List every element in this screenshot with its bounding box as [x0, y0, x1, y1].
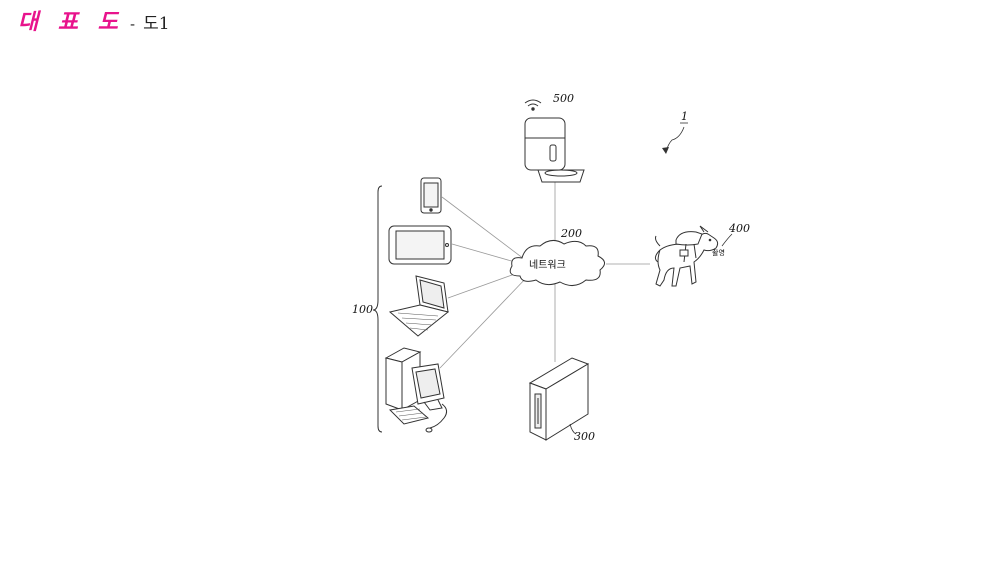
feeder-ref: 500 [553, 92, 574, 105]
system-ref: 1 [681, 110, 688, 123]
arrow-head-icon [662, 147, 669, 154]
laptop-icon [390, 276, 448, 336]
network-label: 네트워크 [529, 258, 566, 271]
cloud-icon: 네트워크 [510, 240, 604, 285]
server-ref: 300 [574, 430, 595, 443]
wifi-icon [525, 100, 541, 110]
network-ref: 200 [560, 227, 582, 240]
camera-label: 촬영 [712, 248, 725, 257]
user-terminals-ref: 100 [352, 303, 373, 316]
smartphone-icon [421, 178, 441, 213]
camera-ref: 400 [728, 222, 750, 235]
tablet-icon [389, 226, 451, 264]
server-tower-icon [530, 358, 588, 440]
desktop-computer-icon [386, 348, 447, 432]
pet-feeder-icon [525, 118, 584, 182]
system-ref-arrow [666, 127, 684, 152]
dog-with-camera-icon [655, 226, 717, 286]
user-terminals-bracket [373, 186, 382, 432]
